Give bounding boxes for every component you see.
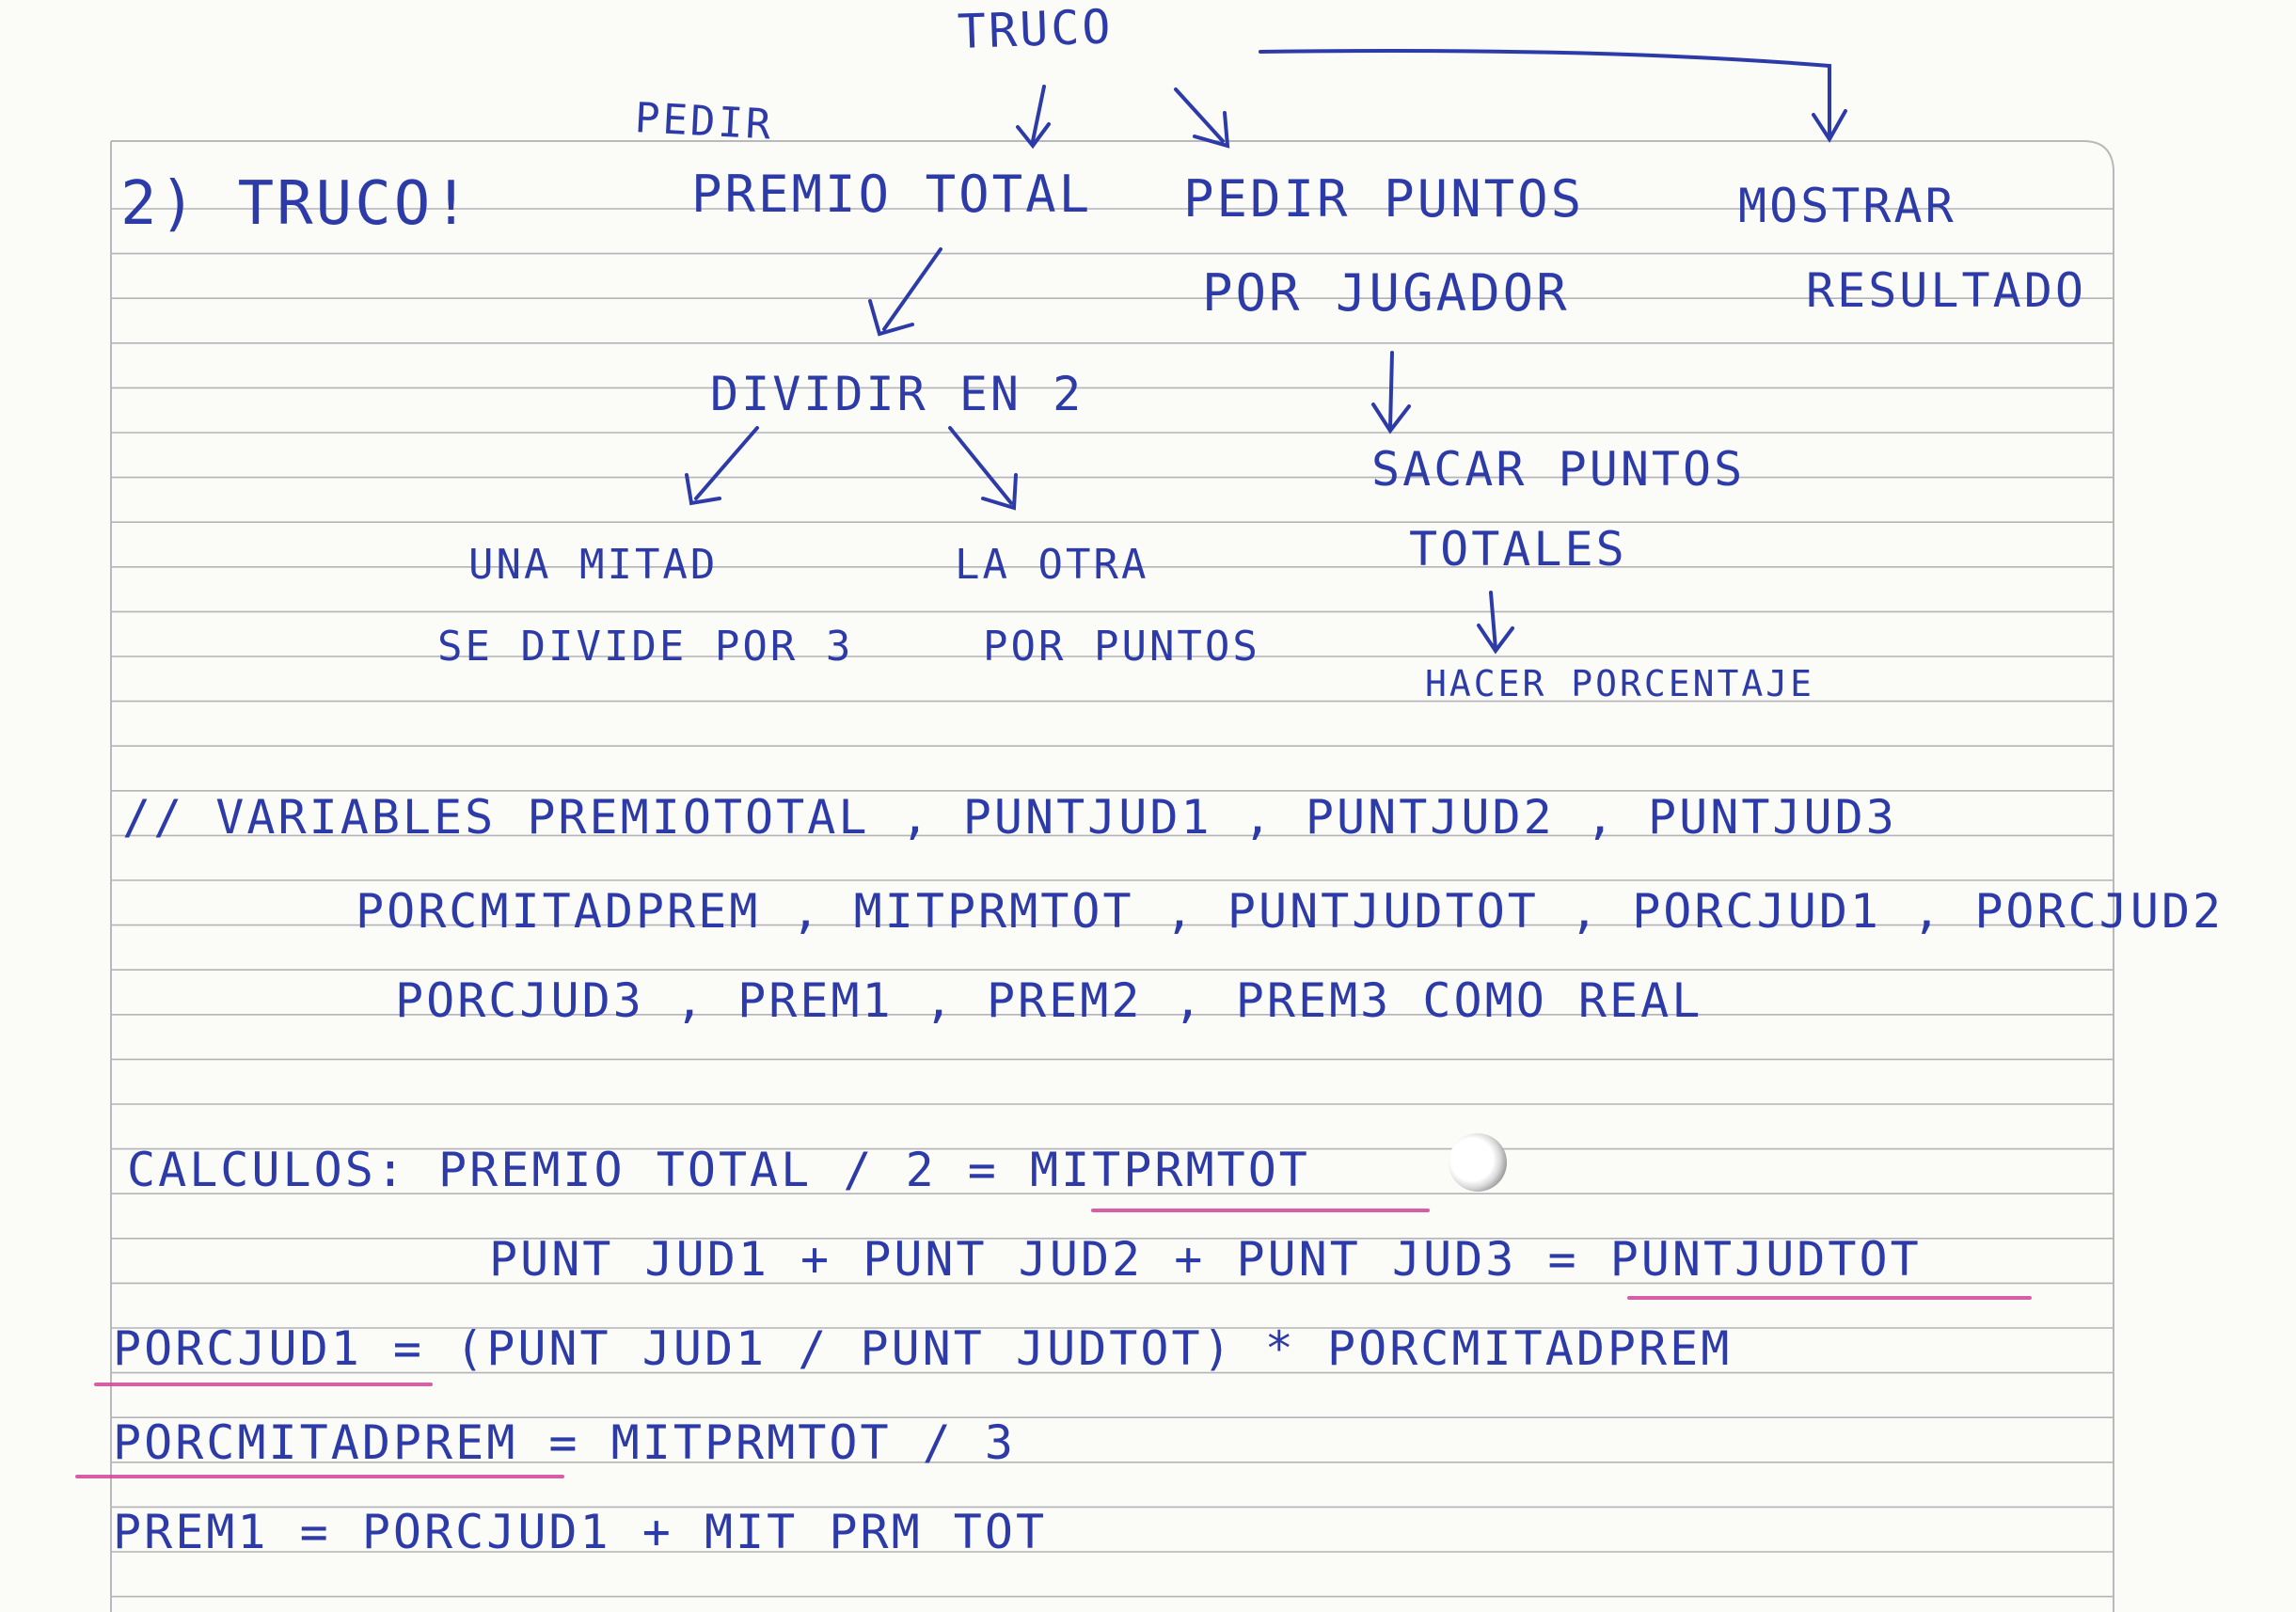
page-heading: 2) TRUCO! xyxy=(120,169,472,239)
calculos-line-2: PUNT JUD1 + PUNT JUD2 + PUNT JUD3 = PUNT… xyxy=(489,1232,1922,1287)
diagram-premio-total: PREMIO TOTAL xyxy=(691,165,1093,224)
calculos-line-5: PREM1 = PORCJUD1 + MIT PRM TOT xyxy=(113,1505,1048,1559)
variables-line-1: // VARIABLES PREMIOTOTAL , PUNTJUD1 , PU… xyxy=(122,790,1897,845)
arrow-dividir-una-mitad xyxy=(694,426,759,500)
diagram-root-truco: TRUCO xyxy=(956,0,1115,59)
arrow-truco-pedir-puntos xyxy=(1174,87,1225,143)
diagram-totales: TOTALES xyxy=(1409,522,1627,577)
diagram-pedir-label: PEDIR xyxy=(633,94,775,150)
underline-puntjudtot xyxy=(1627,1296,2032,1300)
arrow-premio-dividir xyxy=(882,247,942,331)
diagram-arrows xyxy=(685,49,1847,655)
diagram-una-mitad: UNA MITAD xyxy=(468,541,719,589)
diagram-la-otra: LA OTRA xyxy=(955,541,1149,589)
ruled-lines xyxy=(111,208,2114,1598)
arrow-truco-premio xyxy=(1031,85,1046,143)
variables-line-2: PORCMITADPREM , MITPRMTOT , PUNTJUDTOT ,… xyxy=(356,884,2225,939)
diagram-se-divide-por-3: SE DIVIDE POR 3 xyxy=(437,623,854,671)
calculos-line-4: PORCMITADPREM = MITPRMTOT / 3 xyxy=(113,1415,1016,1470)
page-border xyxy=(111,140,2114,1612)
underline-porcmitadprem xyxy=(75,1475,564,1478)
calculos-line-3: PORCJUD1 = (PUNT JUD1 / PUNT JUDTOT) * P… xyxy=(113,1321,1733,1376)
arrow-dividir-la-otra xyxy=(948,426,1013,505)
underline-porcjud1 xyxy=(94,1383,433,1386)
diagram-sacar-puntos: SACAR PUNTOS xyxy=(1371,442,1746,497)
arrow-totales-porcentaje xyxy=(1489,591,1497,651)
calculos-line-1: CALCULOS: PREMIO TOTAL / 2 = MITPRMTOT xyxy=(127,1143,1310,1197)
arrow-jugador-sacar xyxy=(1388,351,1394,430)
underline-mitprmtot xyxy=(1091,1209,1430,1212)
punch-hole xyxy=(1449,1133,1507,1192)
diagram-hacer-porcentaje: HACER PORCENTAJE xyxy=(1425,663,1815,704)
diagram-dividir-en-2: DIVIDIR EN 2 xyxy=(710,367,1085,421)
diagram-pedir-puntos: PEDIR PUNTOS xyxy=(1183,169,1585,229)
diagram-mostrar: MOSTRAR xyxy=(1738,179,1956,233)
diagram-por-puntos: POR PUNTOS xyxy=(983,623,1260,671)
diagram-por-jugador: POR JUGADOR xyxy=(1202,263,1570,323)
arrow-truco-mostrar xyxy=(1259,49,1831,138)
variables-line-3: PORCJUD3 , PREM1 , PREM2 , PREM3 COMO RE… xyxy=(395,973,1703,1028)
diagram-resultado: RESULTADO xyxy=(1806,263,2086,318)
